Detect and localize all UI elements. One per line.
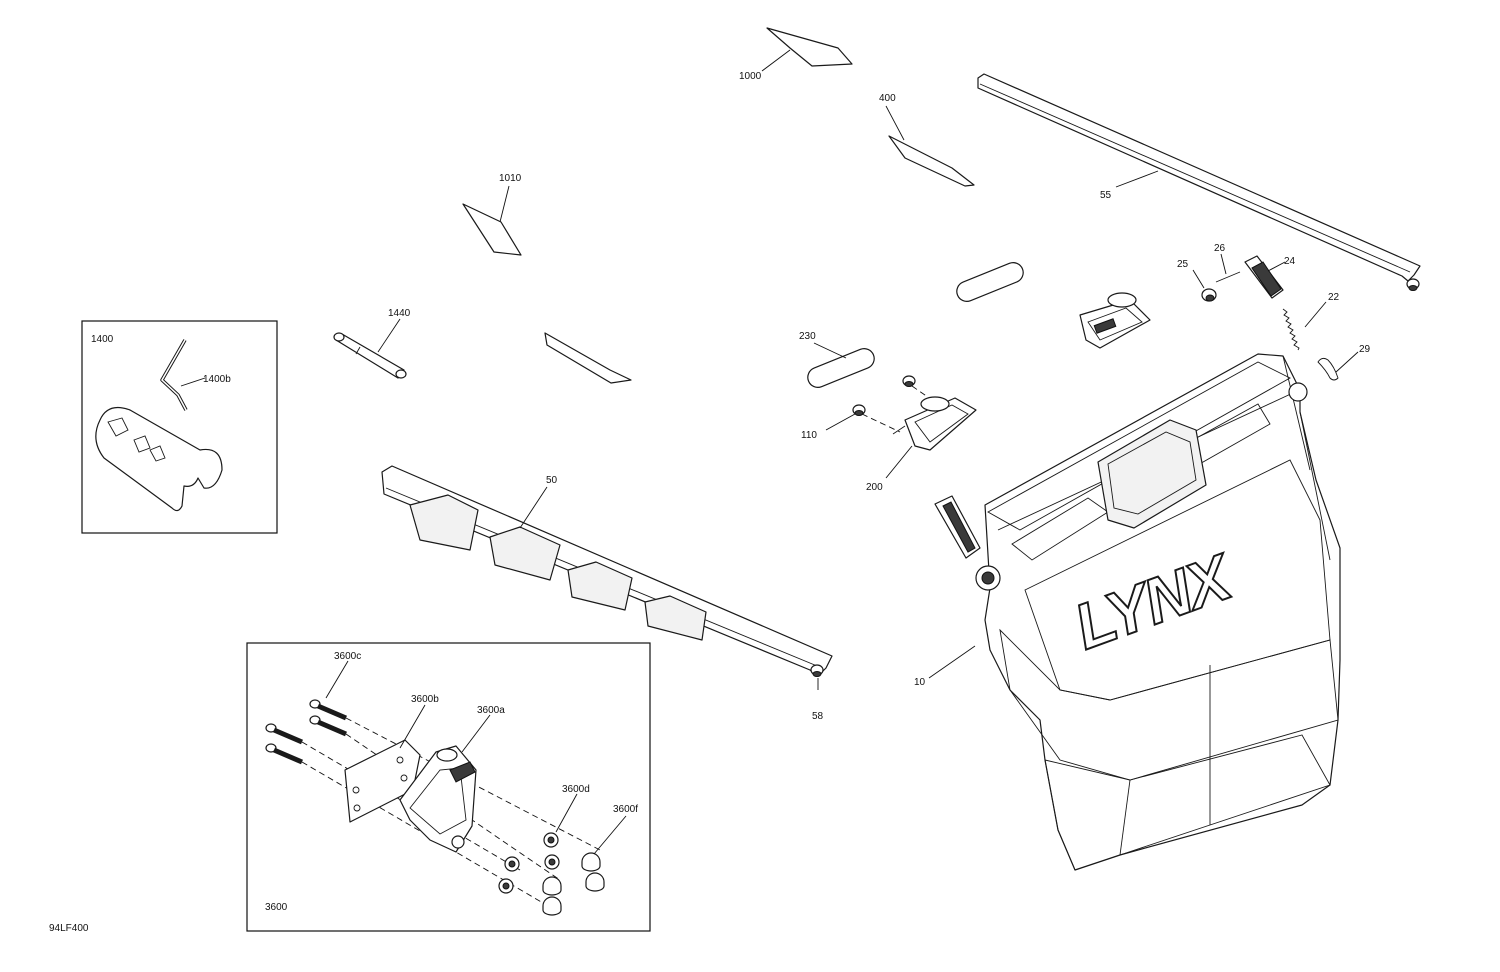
label-110: 110 — [801, 430, 817, 441]
kit-1400-box: 1400 1400b — [81, 320, 278, 534]
label-1440: 1440 — [388, 308, 411, 319]
label-3600: 3600 — [265, 902, 288, 913]
label-200: 200 — [866, 482, 883, 493]
kit-3600-box: 3600 3600c 3600b — [246, 642, 651, 932]
label-55: 55 — [1100, 190, 1112, 201]
label-3600d: 3600d — [562, 784, 590, 795]
label-22: 22 — [1328, 292, 1340, 303]
label-3600c: 3600c — [334, 651, 361, 662]
label-50: 50 — [546, 475, 558, 486]
label-25: 25 — [1177, 259, 1189, 270]
label-3600f: 3600f — [613, 804, 638, 815]
upper-latch-assembly — [1079, 292, 1151, 349]
part-1000-decal: 1000 — [739, 27, 853, 82]
label-1010: 1010 — [499, 173, 522, 184]
oval-decal-upper — [956, 262, 1024, 302]
label-1000: 1000 — [739, 71, 762, 82]
label-3600a: 3600a — [477, 705, 505, 716]
label-58: 58 — [812, 711, 824, 722]
label-26: 26 — [1214, 243, 1226, 254]
label-230: 230 — [799, 331, 816, 342]
plate-3600b: 3600b — [344, 694, 439, 823]
caps-3600f: 3600f — [542, 804, 638, 916]
label-3600b: 3600b — [411, 694, 439, 705]
nuts-3600d: 3600d — [498, 784, 590, 894]
decal-left-strip — [544, 332, 632, 384]
part-10-rack-body: LYNX 10 — [914, 353, 1341, 871]
bolts-3600c: 3600c — [265, 651, 361, 765]
part-50-side-panel: 50 — [381, 465, 833, 677]
part-400-decal: 400 — [879, 93, 975, 187]
part-1440-tool: 1440 — [333, 308, 411, 379]
part-230-oval-decal: 230 — [799, 331, 875, 388]
hitch-3600a: 3600a — [399, 705, 505, 853]
part-1010-decal: 1010 — [462, 173, 522, 256]
label-1400b: 1400b — [203, 374, 231, 385]
latch-200-assembly: 110 200 — [801, 375, 977, 493]
label-24: 24 — [1284, 256, 1296, 267]
part-55-rail: 55 — [977, 73, 1421, 291]
part-58-rivet: 58 — [810, 664, 824, 722]
label-29: 29 — [1359, 344, 1371, 355]
latch-hardware-group: 24 26 25 22 29 — [1177, 243, 1371, 381]
label-1400: 1400 — [91, 334, 114, 345]
label-400: 400 — [879, 93, 896, 104]
figure-code: 94LF400 — [49, 923, 89, 934]
label-10: 10 — [914, 677, 926, 688]
